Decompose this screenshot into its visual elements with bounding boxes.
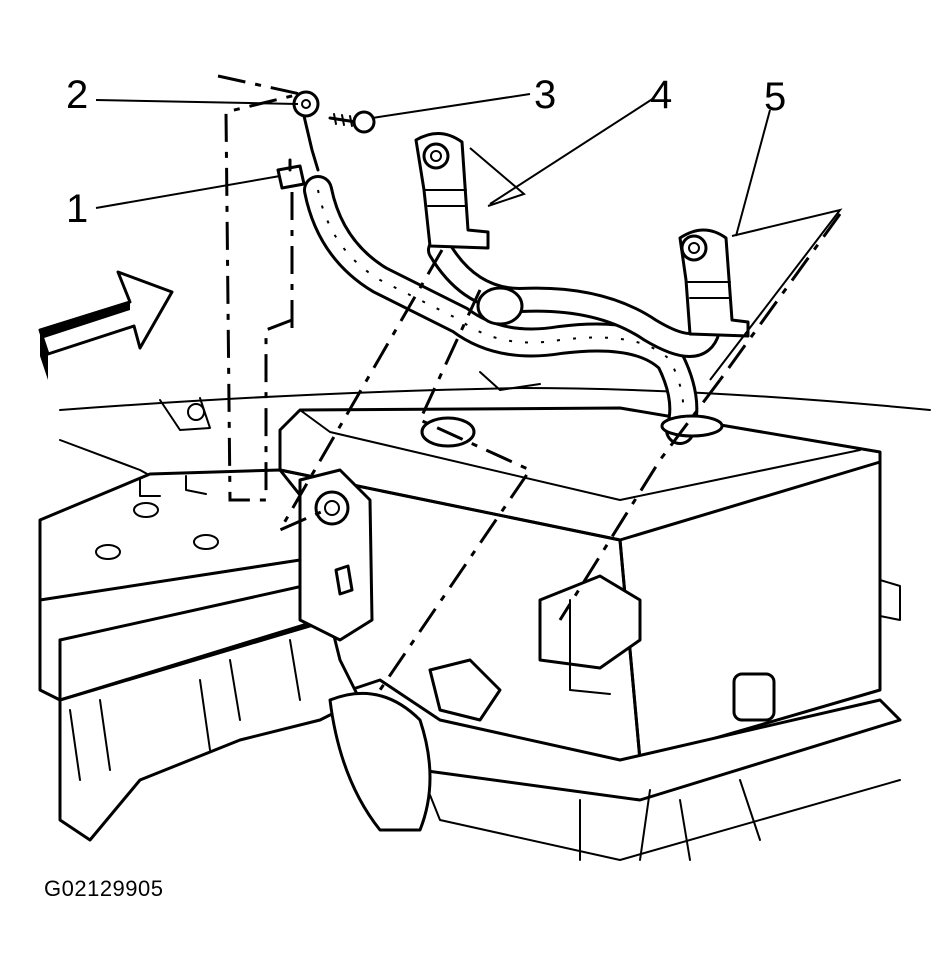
battery-cable-harness (303, 175, 729, 445)
leader-lines (95, 93, 843, 381)
callout-1: 1 (66, 187, 88, 231)
direction-arrow-icon (38, 270, 174, 380)
battery-housing (278, 406, 901, 762)
figure-code: G02129905 (44, 876, 164, 901)
callout-2: 2 (66, 73, 88, 117)
underhood-component (38, 468, 432, 842)
ring-terminal-part (292, 90, 320, 172)
negative-terminal-part (678, 228, 750, 338)
callout-5: 5 (764, 75, 786, 119)
positive-terminal-part (414, 132, 490, 250)
callout-4: 4 (650, 73, 672, 117)
ground-stud-part (276, 158, 306, 190)
bolt-part (328, 110, 376, 134)
installation-guide-lines (217, 74, 842, 691)
callout-3: 3 (534, 73, 556, 117)
